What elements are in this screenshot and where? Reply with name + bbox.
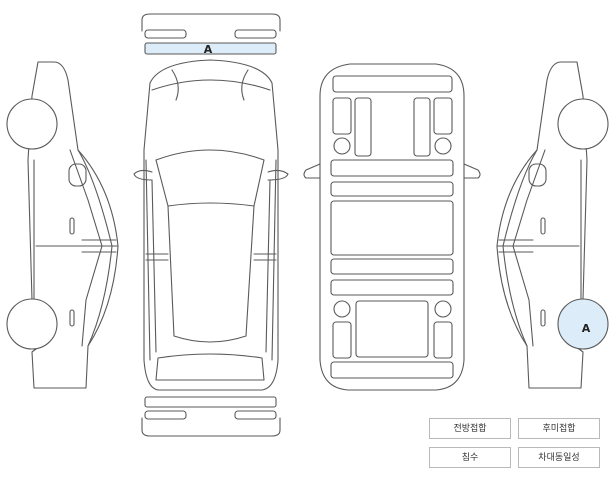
top-view-hood-crease (171, 69, 249, 101)
right-rear-wheel-marker: A (582, 322, 591, 335)
top-view-hood-line (151, 79, 271, 91)
top-view[interactable] (133, 13, 289, 437)
frame-left-front-rail (332, 97, 352, 135)
left-side-mirror (68, 163, 87, 187)
frame-outline (319, 63, 465, 391)
left-side-view[interactable] (6, 61, 119, 389)
frame-floor-center (330, 200, 454, 256)
frame-left-rear-strut (333, 300, 351, 318)
front-bumper-right-light (234, 29, 277, 39)
front-bumper-marker: A (204, 43, 213, 56)
frame-right-front-strut (434, 137, 452, 155)
frame-view[interactable] (303, 63, 481, 391)
frame-right-rear-rail (433, 321, 453, 359)
frame-trunk-floor (355, 300, 429, 358)
rear-bumper-left-light (144, 410, 187, 420)
frame-right-rear-strut (434, 300, 452, 318)
right-side-body (496, 61, 588, 389)
front-collision-button[interactable]: 전방접합 (429, 418, 511, 439)
right-front-wheel[interactable] (557, 98, 609, 150)
frame-right-inner-rail (413, 97, 431, 157)
left-side-front-door-handle (69, 217, 75, 235)
identity-check-button[interactable]: 차대동일성 (518, 447, 600, 468)
right-side-window-line (502, 149, 538, 347)
left-side-body (27, 61, 119, 389)
right-side-mirror (528, 163, 547, 187)
frame-rear-seat-panel (330, 279, 454, 296)
rear-bumper-outline (141, 417, 281, 437)
right-side-door-split (498, 239, 534, 253)
frame-rear-crossmember (330, 361, 454, 379)
top-view-left-mirror (133, 169, 153, 181)
frame-dash-panel (330, 159, 454, 177)
frame-floor-rear (330, 258, 454, 275)
left-rear-wheel[interactable] (6, 298, 58, 350)
front-bumper-left-light (144, 29, 187, 39)
frame-left-front-strut (333, 137, 351, 155)
frame-right-front-rail (433, 97, 453, 135)
left-side-window-line (77, 149, 113, 347)
right-side-front-door-handle (540, 217, 546, 235)
frame-front-crossmember (332, 75, 453, 93)
top-view-rear-window (155, 353, 265, 381)
left-side-door-split (81, 239, 117, 253)
rear-collision-button[interactable]: 후미접합 (518, 418, 600, 439)
rear-bumper-right-light (234, 410, 277, 420)
frame-side-left-notch (303, 163, 321, 179)
front-bumper-panel[interactable] (144, 42, 277, 55)
frame-left-rear-rail (332, 321, 352, 359)
left-front-wheel[interactable] (6, 98, 58, 150)
top-view-windshield (155, 149, 265, 207)
right-side-rear-door-handle (540, 309, 546, 327)
frame-side-right-notch (463, 163, 481, 179)
flood-button[interactable]: 침수 (429, 447, 511, 468)
top-view-roof (167, 205, 255, 343)
right-rear-wheel[interactable] (557, 298, 609, 350)
frame-left-inner-rail (354, 97, 372, 157)
top-view-door-lines (145, 253, 277, 261)
left-side-rear-door-handle (69, 309, 75, 327)
right-side-view[interactable] (496, 61, 609, 389)
rear-bumper-panel (144, 396, 277, 408)
frame-floor-front (330, 181, 454, 197)
top-view-body (143, 59, 279, 391)
front-bumper-outline (141, 13, 281, 32)
top-view-right-mirror (267, 169, 289, 181)
